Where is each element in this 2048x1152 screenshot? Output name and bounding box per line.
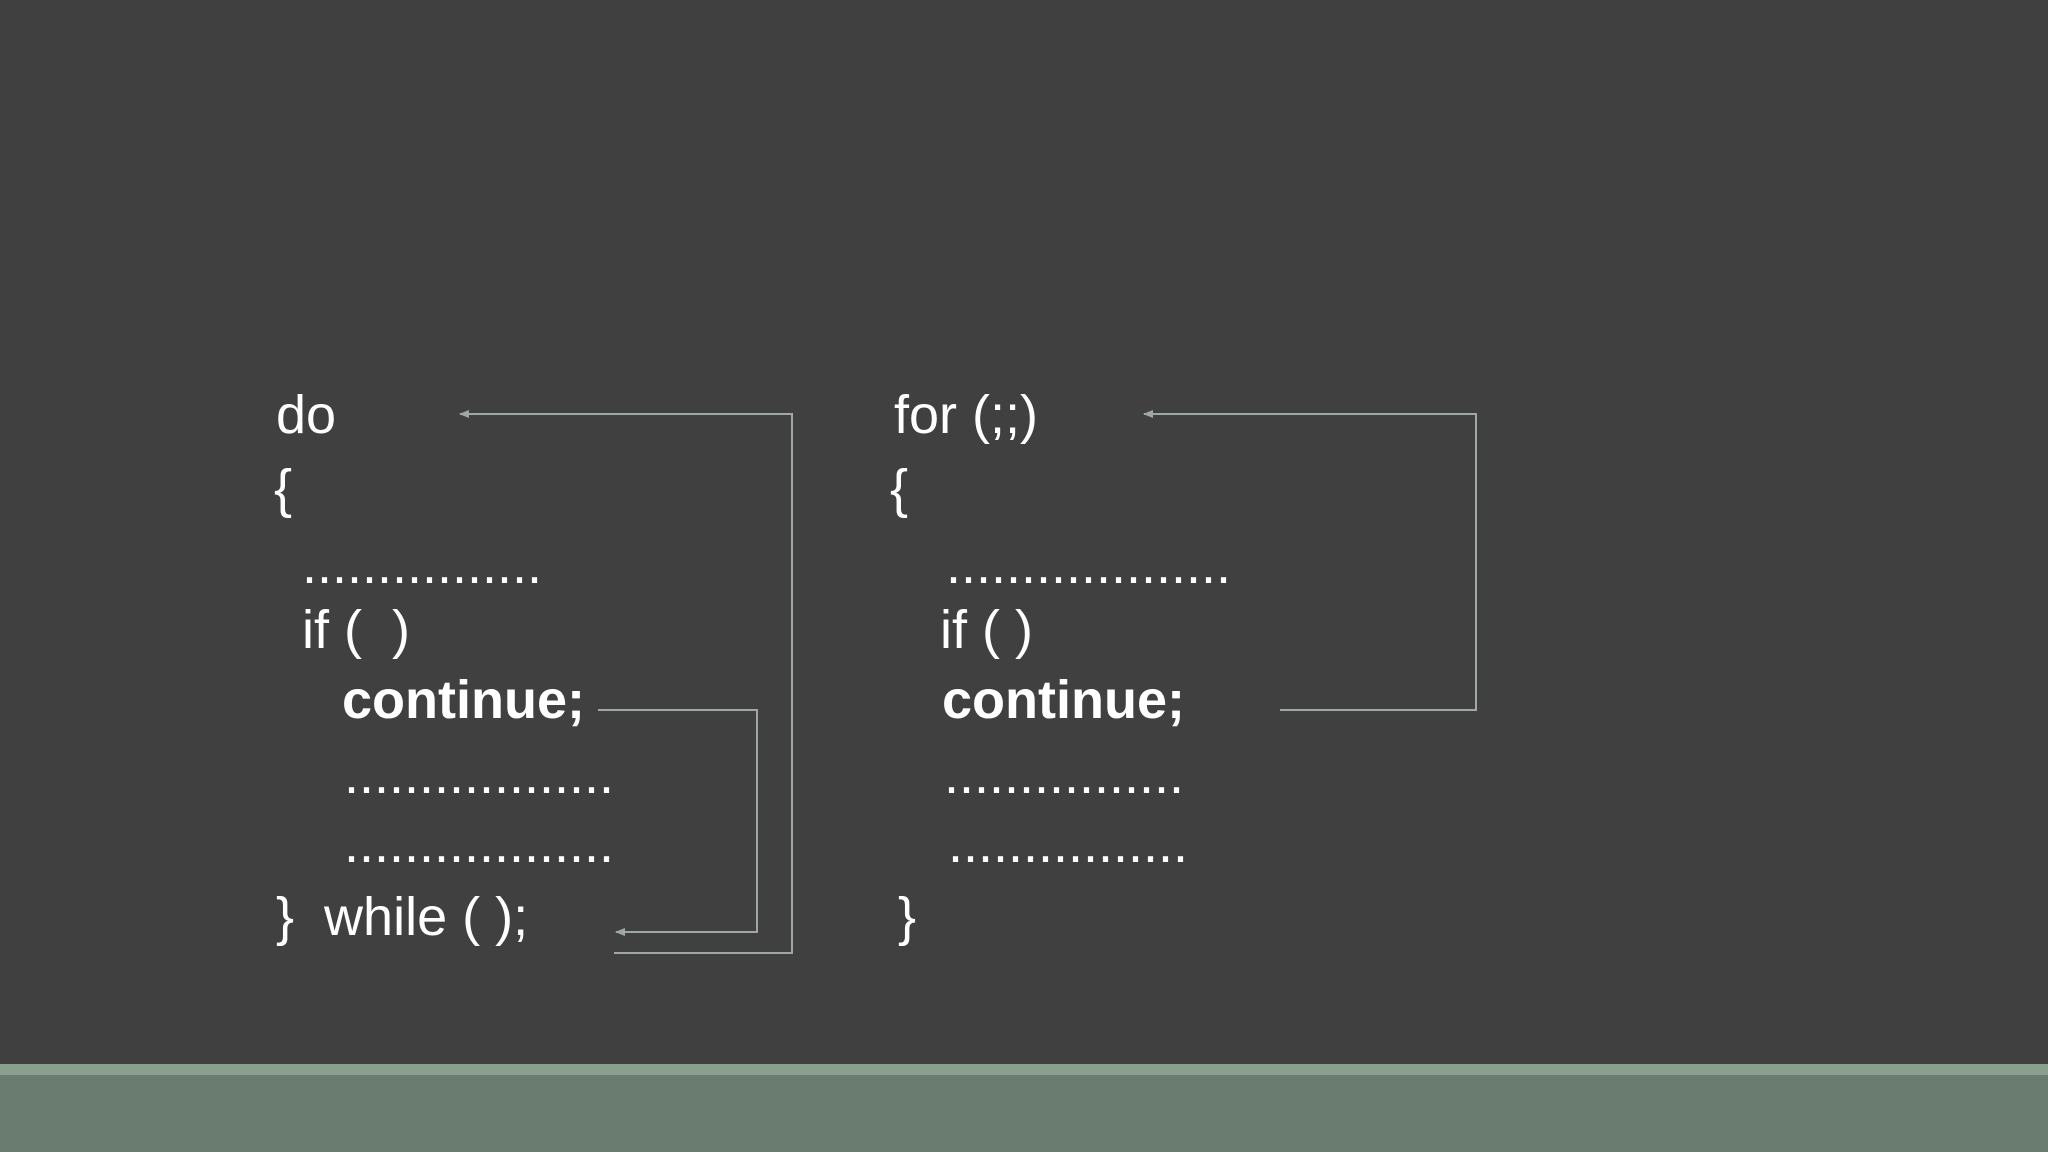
do-while-loop-back-arrow [459, 410, 793, 954]
do-keyword: do [276, 385, 337, 445]
do-if-statement: if ( ) [302, 600, 410, 660]
do-continue-statement: continue; [342, 670, 585, 730]
for-open-brace: { [890, 459, 909, 519]
for-header: for (;;) [894, 385, 1038, 445]
do-close-while: } while ( ); [276, 887, 529, 947]
do-placeholder-dots-1: ................ [302, 535, 543, 595]
footer-strip [0, 1064, 2048, 1075]
for-continue-statement: continue; [942, 670, 1185, 730]
for-placeholder-dots-3: ................ [948, 814, 1189, 874]
for-close-brace: } [898, 887, 917, 947]
for-continue-to-header-arrow [1143, 410, 1477, 711]
do-placeholder-dots-3: .................. [344, 814, 615, 874]
for-placeholder-dots-1: ................... [946, 535, 1232, 595]
footer-band [0, 1075, 2048, 1152]
do-placeholder-dots-2: .................. [344, 745, 615, 805]
do-open-brace: { [274, 459, 293, 519]
for-if-statement: if ( ) [940, 600, 1033, 660]
do-continue-to-while-arrow [598, 709, 758, 936]
for-placeholder-dots-2: ................ [944, 745, 1185, 805]
